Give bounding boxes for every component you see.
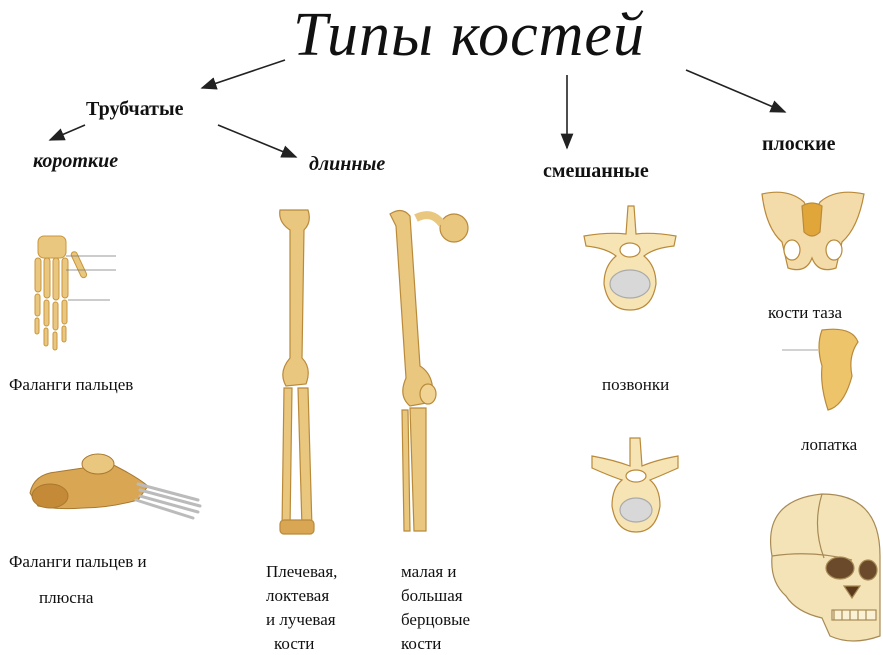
- caption-arm-line3: и лучевая: [266, 608, 336, 632]
- foot-bones-illustration: [28, 438, 208, 523]
- pelvis-illustration: [758, 188, 868, 274]
- leg-bones-illustration: [380, 206, 475, 538]
- arrow-to-tubular: [202, 60, 285, 88]
- caption-arm-line4: кости: [274, 632, 314, 655]
- caption-pelvis: кости таза: [768, 301, 842, 325]
- arrow-to-flat: [686, 70, 785, 112]
- arm-bones-illustration: [268, 208, 328, 538]
- label-short: короткие: [33, 150, 118, 173]
- caption-foot-line1: Фаланги пальцев и: [9, 550, 147, 574]
- caption-foot-line2: плюсна: [39, 586, 93, 610]
- caption-leg-line4: кости: [401, 632, 441, 655]
- arrow-to-short: [50, 125, 85, 140]
- scapula-illustration: [782, 326, 862, 412]
- caption-leg-line3: берцовые: [401, 608, 470, 632]
- caption-leg-line1: малая и: [401, 560, 457, 584]
- label-long: длинные: [309, 153, 385, 176]
- caption-finger-phalanges: Фаланги пальцев: [9, 373, 133, 397]
- label-tubular: Трубчатые: [86, 98, 184, 121]
- hand-bones-illustration: [26, 228, 126, 353]
- vertebra-illustration: [582, 204, 680, 314]
- arrow-to-long: [218, 125, 296, 157]
- caption-leg-line2: большая: [401, 584, 463, 608]
- vertebra-illustration-2: [590, 436, 682, 536]
- label-mixed: смешанные: [543, 160, 649, 183]
- caption-arm-line2: локтевая: [266, 584, 329, 608]
- skull-illustration: [752, 486, 882, 646]
- caption-scapula: лопатка: [801, 433, 857, 457]
- caption-vertebrae: позвонки: [602, 373, 669, 397]
- diagram-title: Типы костей: [293, 0, 645, 71]
- caption-arm-line1: Плечевая,: [266, 560, 337, 584]
- label-flat: плоские: [762, 133, 836, 156]
